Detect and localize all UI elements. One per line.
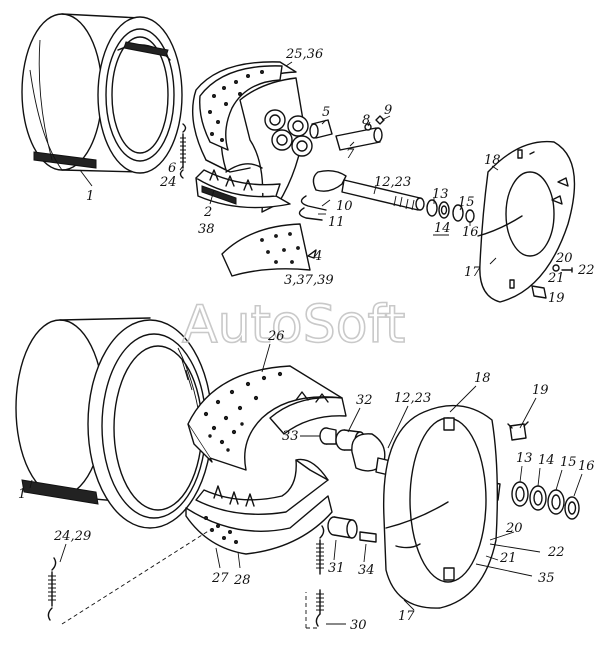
label-top-plate-b: 18 [484,153,501,168]
label-bottom-plate-b: 18 [474,371,491,386]
label-top-bolt: 20 [555,251,573,266]
label-bottom-camshaft: 12,23 [394,391,431,406]
label-top-grease: 8 [362,113,370,128]
top-camshaft [312,169,425,211]
label-bottom-pin: 34 [358,563,375,578]
label-top-bracket: 19 [548,291,565,306]
label-bottom-bracket: 19 [532,383,549,398]
label-bottom-shoe-lower-b: 28 [233,573,251,588]
bottom-return-springs [47,525,325,627]
label-top-nut: 21 [547,271,565,286]
top-brake-lining [221,223,317,277]
label-top-plate-a: 17 [464,265,481,280]
bottom-bracket [507,421,529,441]
label-top-circlip: 16 [462,225,479,240]
bottom-assembly [15,317,580,629]
label-top-clip: 10 [336,199,353,214]
label-top-drum: 1 [86,189,94,204]
label-top-lining-set: 3,37,39 [284,273,334,288]
top-washers [426,199,475,223]
label-bottom-shoe-lower-a: 27 [211,571,229,586]
label-top-shoe-sub: 38 [198,222,215,237]
label-bottom-seal: 15 [560,455,577,470]
label-bottom-ring: 13 [516,451,533,466]
label-bottom-shoe-upper: 26 [267,329,285,344]
top-clip-and-pin [298,195,327,221]
top-roller-and-axle [309,115,385,151]
label-bottom-bolt: 20 [505,521,523,536]
watermark-text: AutoSoft [182,295,405,355]
label-bottom-roller: 31 [328,561,345,576]
label-top-axle: 7 [346,147,355,162]
label-top-ring: 13 [432,187,449,202]
bottom-roller-and-pin [327,516,377,543]
label-top-washer-b: 22 [577,263,595,278]
bottom-brake-shoe-lower [185,458,333,555]
top-return-spring [179,123,187,179]
bottom-labels: 1 12,23 13 14 15 16 17 18 19 20 21 22 24… [18,329,595,633]
label-top-lining-arrow: 4 [313,249,322,264]
bottom-washers [511,481,580,520]
label-bottom-spring-b: 30 [350,618,367,633]
label-top-roller: 5 [322,105,330,120]
top-brake-shoe-assembly [191,61,313,213]
leader-lines [29,61,583,625]
bottom-brake-shoe-upper [187,365,347,471]
label-bottom-circlip: 16 [578,459,595,474]
label-bottom-drum: 1 [18,487,26,502]
label-bottom-spring: 24,29 [53,529,91,544]
label-bottom-bushing-b: 33 [282,429,299,444]
label-top-shoe: 2 [203,205,212,220]
label-bottom-nut: 21 [499,551,517,566]
label-top-spring: 6 [168,161,176,176]
label-bottom-bushing-a: 32 [356,393,373,408]
label-top-shoe-assy: 25,36 [285,47,323,62]
bottom-backing-plate [382,404,499,609]
label-top-spring-sub: 24 [159,175,177,190]
top-brake-shoe-lower [195,163,291,209]
label-bottom-screw: 35 [538,571,555,586]
top-labels: 1 2 38 3,37,39 4 5 6 24 7 8 9 10 11 12,2… [86,47,595,306]
top-backing-plate [477,140,576,303]
top-brake-drum [21,13,183,174]
label-top-washer: 14 [434,221,451,236]
label-bottom-washer: 14 [538,453,555,468]
top-assembly [21,13,576,303]
label-bottom-washer-b: 22 [547,545,565,560]
label-top-plug: 9 [384,103,392,118]
label-top-pin: 11 [328,215,345,230]
label-top-seal: 15 [458,195,475,210]
label-bottom-plate-a: 17 [398,609,415,624]
label-top-camshaft: 12,23 [374,175,411,190]
top-bracket-and-fasteners [531,264,573,299]
